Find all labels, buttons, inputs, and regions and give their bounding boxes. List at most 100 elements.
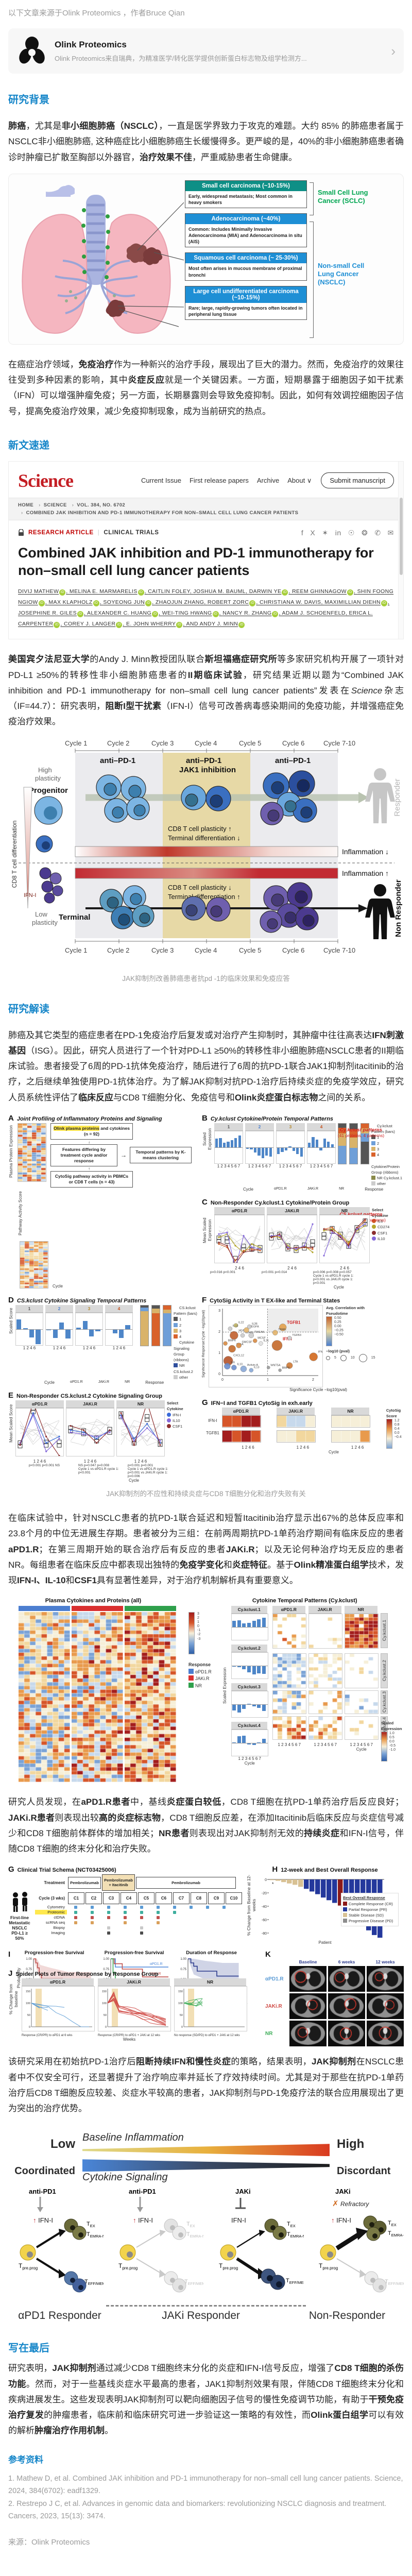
orcid-icon[interactable]: iD bbox=[93, 600, 99, 606]
svg-text:Terminal differentiation ↑: Terminal differentiation ↑ bbox=[168, 893, 241, 901]
orcid-icon[interactable]: iD bbox=[381, 600, 387, 606]
svg-text:TEX: TEX bbox=[388, 2220, 397, 2227]
social-icon[interactable]: ✉ bbox=[388, 529, 394, 537]
section-heading-news: 新文速递 bbox=[8, 437, 404, 452]
orcid-icon[interactable]: iD bbox=[77, 611, 83, 617]
orcid-icon[interactable]: iD bbox=[238, 622, 245, 628]
svg-text:100: 100 bbox=[26, 2002, 30, 2005]
stacked-bar bbox=[140, 1305, 149, 1346]
orcid-icon[interactable]: iD bbox=[54, 622, 60, 628]
breadcrumb[interactable]: HOMESCIENCEVOL. 384, NO. 6702COMBINED JA… bbox=[18, 502, 394, 516]
orcid-icon[interactable]: iD bbox=[116, 622, 122, 628]
orcid-icon[interactable]: iD bbox=[59, 589, 65, 596]
model-panel-apd1: anti-PD1 ↑ IFN-I Tpre.prog TEX TEMRA-NK … bbox=[8, 2185, 104, 2304]
author-link[interactable]: ZHAOJUN ZHANG bbox=[156, 599, 208, 605]
scrollbar[interactable] bbox=[398, 462, 403, 639]
svg-text:anti–PD-1: anti–PD-1 bbox=[275, 756, 311, 765]
author-link[interactable]: CHRISTIANA W. DAVIS bbox=[260, 599, 324, 605]
submit-manuscript-button[interactable]: Submit manuscript bbox=[321, 472, 394, 488]
svg-text:1.00: 1.00 bbox=[103, 1958, 109, 1961]
svg-text:0: 0 bbox=[265, 1878, 267, 1882]
chevron-right-icon[interactable]: › bbox=[391, 43, 396, 59]
paragraph-6: 研究人员发现，在aPD1.R患者中，基线炎症蛋白较低，CD8 T细胞在抗PD-1… bbox=[8, 1794, 404, 1857]
nav-link[interactable]: About ∨ bbox=[287, 477, 312, 485]
orcid-icon[interactable]: iD bbox=[249, 600, 255, 606]
svg-text:Tpre.prog: Tpre.prog bbox=[19, 2262, 38, 2270]
svg-text:TEFF/MEM: TEFF/MEM bbox=[84, 2279, 104, 2286]
author-link[interactable]: JOSHUA M. BAUML bbox=[193, 588, 249, 595]
figure-caption-ga: JAK抑制剂改善肺癌患者抗pd -1的临床效果和免疫应答 bbox=[8, 973, 404, 983]
orcid-icon[interactable]: iD bbox=[282, 589, 288, 596]
svg-text:150: 150 bbox=[102, 1990, 107, 1993]
nav-link[interactable]: Current Issue bbox=[141, 477, 181, 484]
orcid-icon[interactable]: iD bbox=[39, 600, 45, 606]
section-heading-background: 研究背景 bbox=[8, 91, 404, 106]
account-name: Olink Proteomics bbox=[55, 40, 307, 50]
article-type[interactable]: RESEARCH ARTICLE bbox=[28, 530, 94, 536]
account-desc: Olink Proteomics来自瑞典，为精准医学/转化医学提供创新蛋白标志物… bbox=[55, 53, 307, 63]
svg-text:TWEAK: TWEAK bbox=[254, 1331, 265, 1334]
svg-text:TEMRA-NK: TEMRA-NK bbox=[87, 2231, 104, 2239]
nav-link[interactable]: First release papers bbox=[190, 477, 249, 484]
orcid-icon[interactable]: iD bbox=[152, 611, 158, 617]
paper-title: Combined JAK inhibition and PD-1 immunot… bbox=[18, 545, 394, 580]
svg-text:TEFF/MEM: TEFF/MEM bbox=[286, 2278, 304, 2285]
orcid-icon[interactable]: iD bbox=[138, 589, 144, 596]
svg-text:TEX: TEX bbox=[87, 2221, 95, 2228]
orcid-icon[interactable]: iD bbox=[272, 611, 278, 617]
social-icon[interactable]: X bbox=[310, 529, 315, 537]
svg-text:2: 2 bbox=[218, 1330, 220, 1334]
author-link[interactable]: CAITLIN FOLEY bbox=[148, 588, 193, 595]
svg-text:IL12: IL12 bbox=[233, 1325, 238, 1328]
social-icon[interactable]: f bbox=[301, 529, 304, 537]
science-logo[interactable]: Science bbox=[18, 470, 73, 492]
svg-text:Non Responder: Non Responder bbox=[394, 879, 403, 937]
svg-text:IL13: IL13 bbox=[254, 1366, 260, 1369]
article-category[interactable]: CLINICAL TRIALS bbox=[104, 530, 159, 536]
social-icon[interactable]: ✆ bbox=[374, 529, 381, 537]
orcid-icon[interactable]: iD bbox=[347, 589, 353, 596]
svg-text:High: High bbox=[38, 766, 52, 774]
svg-text:3: 3 bbox=[218, 1309, 220, 1313]
account-card[interactable]: Olink Proteomics Olink Proteomics来自瑞典，为精… bbox=[8, 28, 404, 74]
svg-text:Cycle 1: Cycle 1 bbox=[65, 739, 87, 747]
svg-text:IL10: IL10 bbox=[237, 1363, 243, 1366]
nsclc-bracket bbox=[310, 222, 314, 338]
social-icon[interactable]: ✶ bbox=[322, 529, 328, 537]
orcid-icon[interactable]: iD bbox=[145, 600, 151, 606]
svg-text:Cycle 2: Cycle 2 bbox=[107, 946, 129, 954]
svg-text:plasticity: plasticity bbox=[32, 919, 58, 926]
olink-logo-icon bbox=[16, 36, 47, 66]
svg-text:IFN-I: IFN-I bbox=[24, 892, 36, 899]
nav-link[interactable]: Archive bbox=[257, 477, 279, 484]
svg-text:LTA: LTA bbox=[293, 1360, 298, 1363]
social-icon[interactable]: ☉ bbox=[348, 529, 355, 537]
orcid-icon[interactable]: iD bbox=[213, 611, 219, 617]
author-link[interactable]: ADAM J. SCHOENFELD bbox=[282, 610, 349, 616]
social-icon[interactable]: ❂ bbox=[362, 529, 368, 537]
svg-text:Refractory: Refractory bbox=[340, 2200, 369, 2208]
orcid-icon[interactable]: iD bbox=[176, 622, 182, 628]
svg-text:0: 0 bbox=[181, 2026, 183, 2029]
social-icon[interactable]: in bbox=[335, 529, 341, 537]
